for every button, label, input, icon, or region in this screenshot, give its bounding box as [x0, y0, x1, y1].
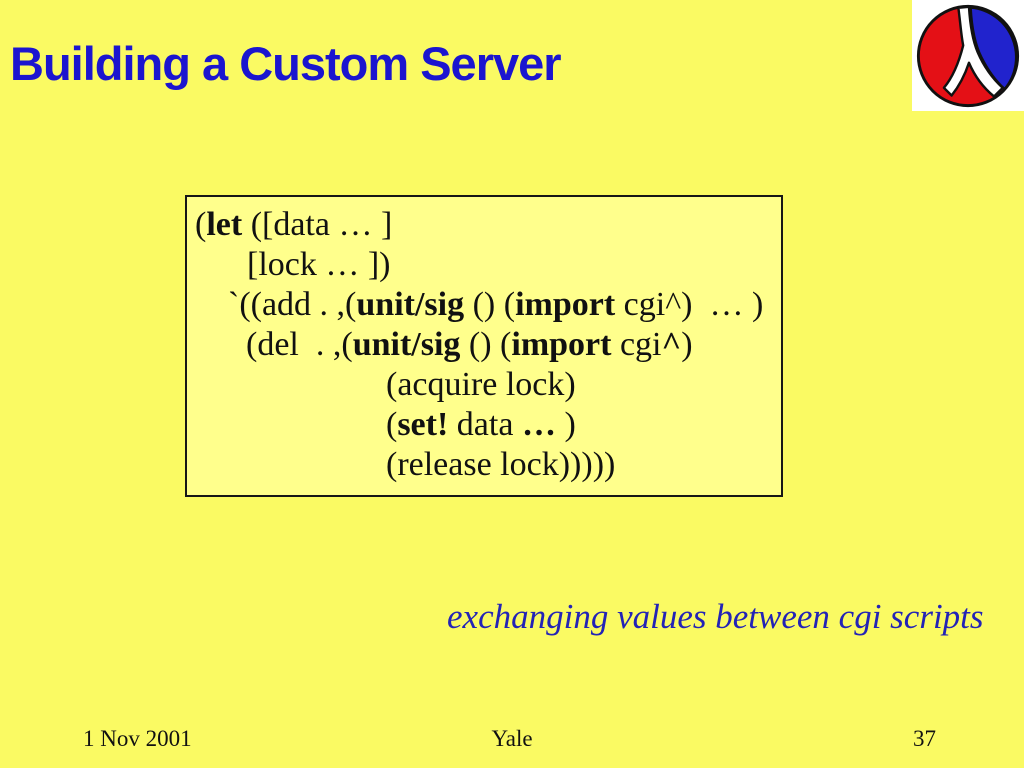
code-token: cgi [611, 326, 662, 363]
code-token: ([data … ] [242, 206, 393, 243]
page-title: Building a Custom Server [10, 37, 562, 90]
code-line: (set! data … ) [187, 405, 781, 445]
code-box: (let ([data … ] [lock … ]) `((add . ,(un… [185, 195, 783, 497]
code-token: … [521, 406, 556, 443]
code-token: ) [681, 326, 693, 363]
code-line: (del . ,(unit/sig () (import cgi^) [187, 325, 781, 365]
plt-lambda-logo [912, 0, 1024, 111]
code-token: let [206, 206, 243, 243]
code-token: (del . ,( [246, 326, 353, 363]
slide-caption: exchanging values between cgi scripts [447, 597, 984, 636]
code-token: ^ [661, 326, 682, 363]
code-token: data [448, 406, 522, 443]
code-token: unit/sig [356, 286, 465, 323]
code-token: unit/sig [352, 326, 461, 363]
code-line: (acquire lock) [187, 365, 781, 405]
code-token: ) [555, 406, 576, 443]
code-token: set! [397, 406, 449, 443]
code-token: [lock … ]) [247, 246, 391, 283]
lambda-logo-icon [916, 4, 1020, 107]
code-token: import [511, 326, 612, 363]
code-line: (release lock))))) [187, 445, 781, 485]
code-token: (acquire lock) [386, 366, 576, 403]
code-token: `((add . ,( [228, 286, 357, 323]
code-line: [lock … ]) [187, 245, 781, 285]
code-token: (release lock))))) [386, 446, 616, 483]
code-token: () ( [460, 326, 512, 363]
code-token: ( [386, 406, 398, 443]
footer-institution: Yale [491, 726, 533, 751]
code-token: cgi^) … ) [615, 286, 764, 323]
code-token: () ( [464, 286, 516, 323]
footer-date: 1 Nov 2001 [83, 726, 192, 751]
code-token: ( [195, 206, 207, 243]
code-line: `((add . ,(unit/sig () (import cgi^) … ) [187, 285, 781, 325]
footer-page-number: 37 [913, 726, 936, 751]
code-token: import [515, 286, 616, 323]
code-line: (let ([data … ] [187, 205, 781, 245]
